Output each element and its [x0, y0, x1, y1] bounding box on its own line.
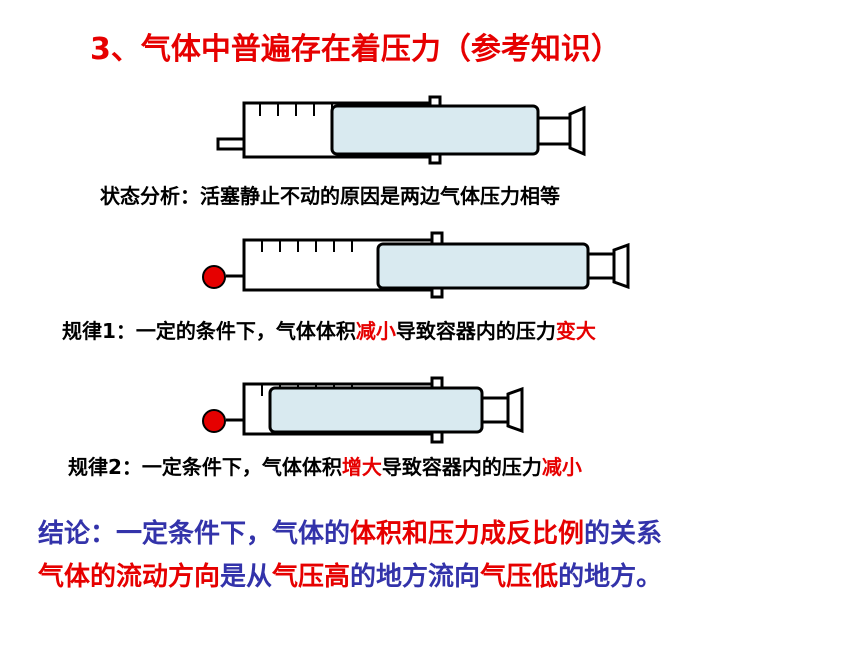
- conclusion-2-part-5: 气压低: [480, 562, 559, 592]
- rule-2-caption: 规律2：一定条件下，气体体积增大导致容器内的压力减小: [68, 453, 582, 481]
- rule-2-highlight-increase: 增大: [341, 455, 382, 479]
- conclusion-line-2: 气体的流动方向是从气压高的地方流向气压低的地方。: [38, 560, 662, 594]
- rule-2-prefix: 规律2：一定条件下，气体体积: [68, 455, 342, 479]
- conclusion-1-part-1: 结论：一定条件下，气体的: [38, 519, 351, 549]
- conclusion-2-part-2: 是从: [220, 562, 273, 592]
- rule-1-prefix: 规律1：一定的条件下，气体体积: [62, 319, 356, 343]
- conclusion-2-part-3: 气压高: [272, 562, 351, 592]
- conclusion-2-part-1: 气体的流动方向: [38, 562, 221, 592]
- rule-2-highlight-decrease: 减小: [541, 455, 582, 479]
- rule-1-caption: 规律1：一定的条件下，气体体积减小导致容器内的压力变大: [62, 317, 596, 345]
- conclusion-line-1: 结论：一定条件下，气体的体积和压力成反比例的关系: [38, 517, 662, 551]
- state-analysis-caption: 状态分析：活塞静止不动的原因是两边气体压力相等: [100, 184, 560, 208]
- rule-1-middle: 导致容器内的压力: [395, 319, 556, 343]
- conclusion-2-part-4: 的地方流向: [350, 562, 481, 592]
- conclusion-1-part-2: 体积和压力成反比例: [350, 519, 585, 549]
- rule-2-middle: 导致容器内的压力: [381, 455, 542, 479]
- rule-1-highlight-decrease: 减小: [355, 319, 396, 343]
- conclusion-1-part-3: 的关系: [584, 519, 663, 549]
- slide-title: 3、气体中普遍存在着压力（参考知识）: [90, 32, 621, 67]
- conclusion-2-part-6: 的地方。: [558, 562, 663, 592]
- rule-1-highlight-increase: 变大: [555, 319, 596, 343]
